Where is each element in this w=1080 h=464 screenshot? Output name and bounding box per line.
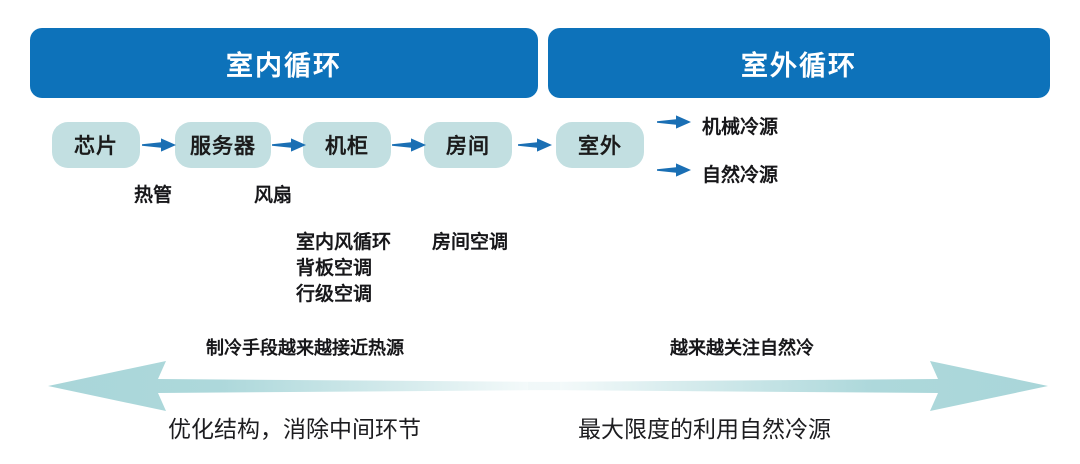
right-arrow-icon — [272, 137, 306, 153]
right-arrow-icon — [518, 137, 552, 153]
ac-type-rear-door-ac: 背板空调 — [296, 258, 373, 279]
flow-node-room: 房间 — [424, 122, 512, 168]
caption-right-top: 越来越关注自然冷 — [670, 338, 814, 358]
left-trend-arrow-icon — [48, 358, 560, 414]
cooling-source-mechanical-label: 机械冷源 — [702, 117, 779, 138]
right-trend-arrow-icon — [528, 358, 1048, 414]
right-arrow-icon — [657, 162, 691, 178]
flow-node-server: 服务器 — [175, 122, 271, 168]
flow-node-room-label: 房间 — [446, 134, 490, 158]
flow-node-cabinet: 机柜 — [303, 122, 391, 168]
right-arrow-icon — [392, 137, 426, 153]
ac-type-indoor-air-circulation: 室内风循环 — [296, 232, 392, 253]
caption-left-top: 制冷手段越来越接近热源 — [206, 338, 404, 358]
flow-node-chip-label: 芯片 — [74, 134, 118, 158]
ac-type-room-ac: 房间空调 — [432, 232, 509, 253]
flow-node-outdoor-label: 室外 — [578, 134, 622, 158]
component-label-heat-pipe: 热管 — [134, 185, 173, 206]
flow-node-chip: 芯片 — [52, 122, 140, 168]
banner-indoor-label: 室内循环 — [226, 50, 342, 81]
right-arrow-icon — [142, 137, 176, 153]
flow-node-cabinet-label: 机柜 — [325, 134, 369, 158]
footer-left-conclusion: 优化结构，消除中间环节 — [168, 417, 421, 442]
banner-outdoor-circulation: 室外循环 — [548, 28, 1050, 98]
flow-node-outdoor: 室外 — [556, 122, 644, 168]
cooling-source-natural-label: 自然冷源 — [702, 165, 779, 186]
right-arrow-icon — [657, 114, 691, 130]
component-label-fan: 风扇 — [254, 185, 293, 206]
footer-right-conclusion: 最大限度的利用自然冷源 — [578, 417, 831, 442]
flow-node-server-label: 服务器 — [190, 134, 256, 158]
banner-outdoor-label: 室外循环 — [741, 50, 857, 81]
ac-type-in-row-ac: 行级空调 — [296, 284, 373, 305]
banner-indoor-circulation: 室内循环 — [30, 28, 538, 98]
